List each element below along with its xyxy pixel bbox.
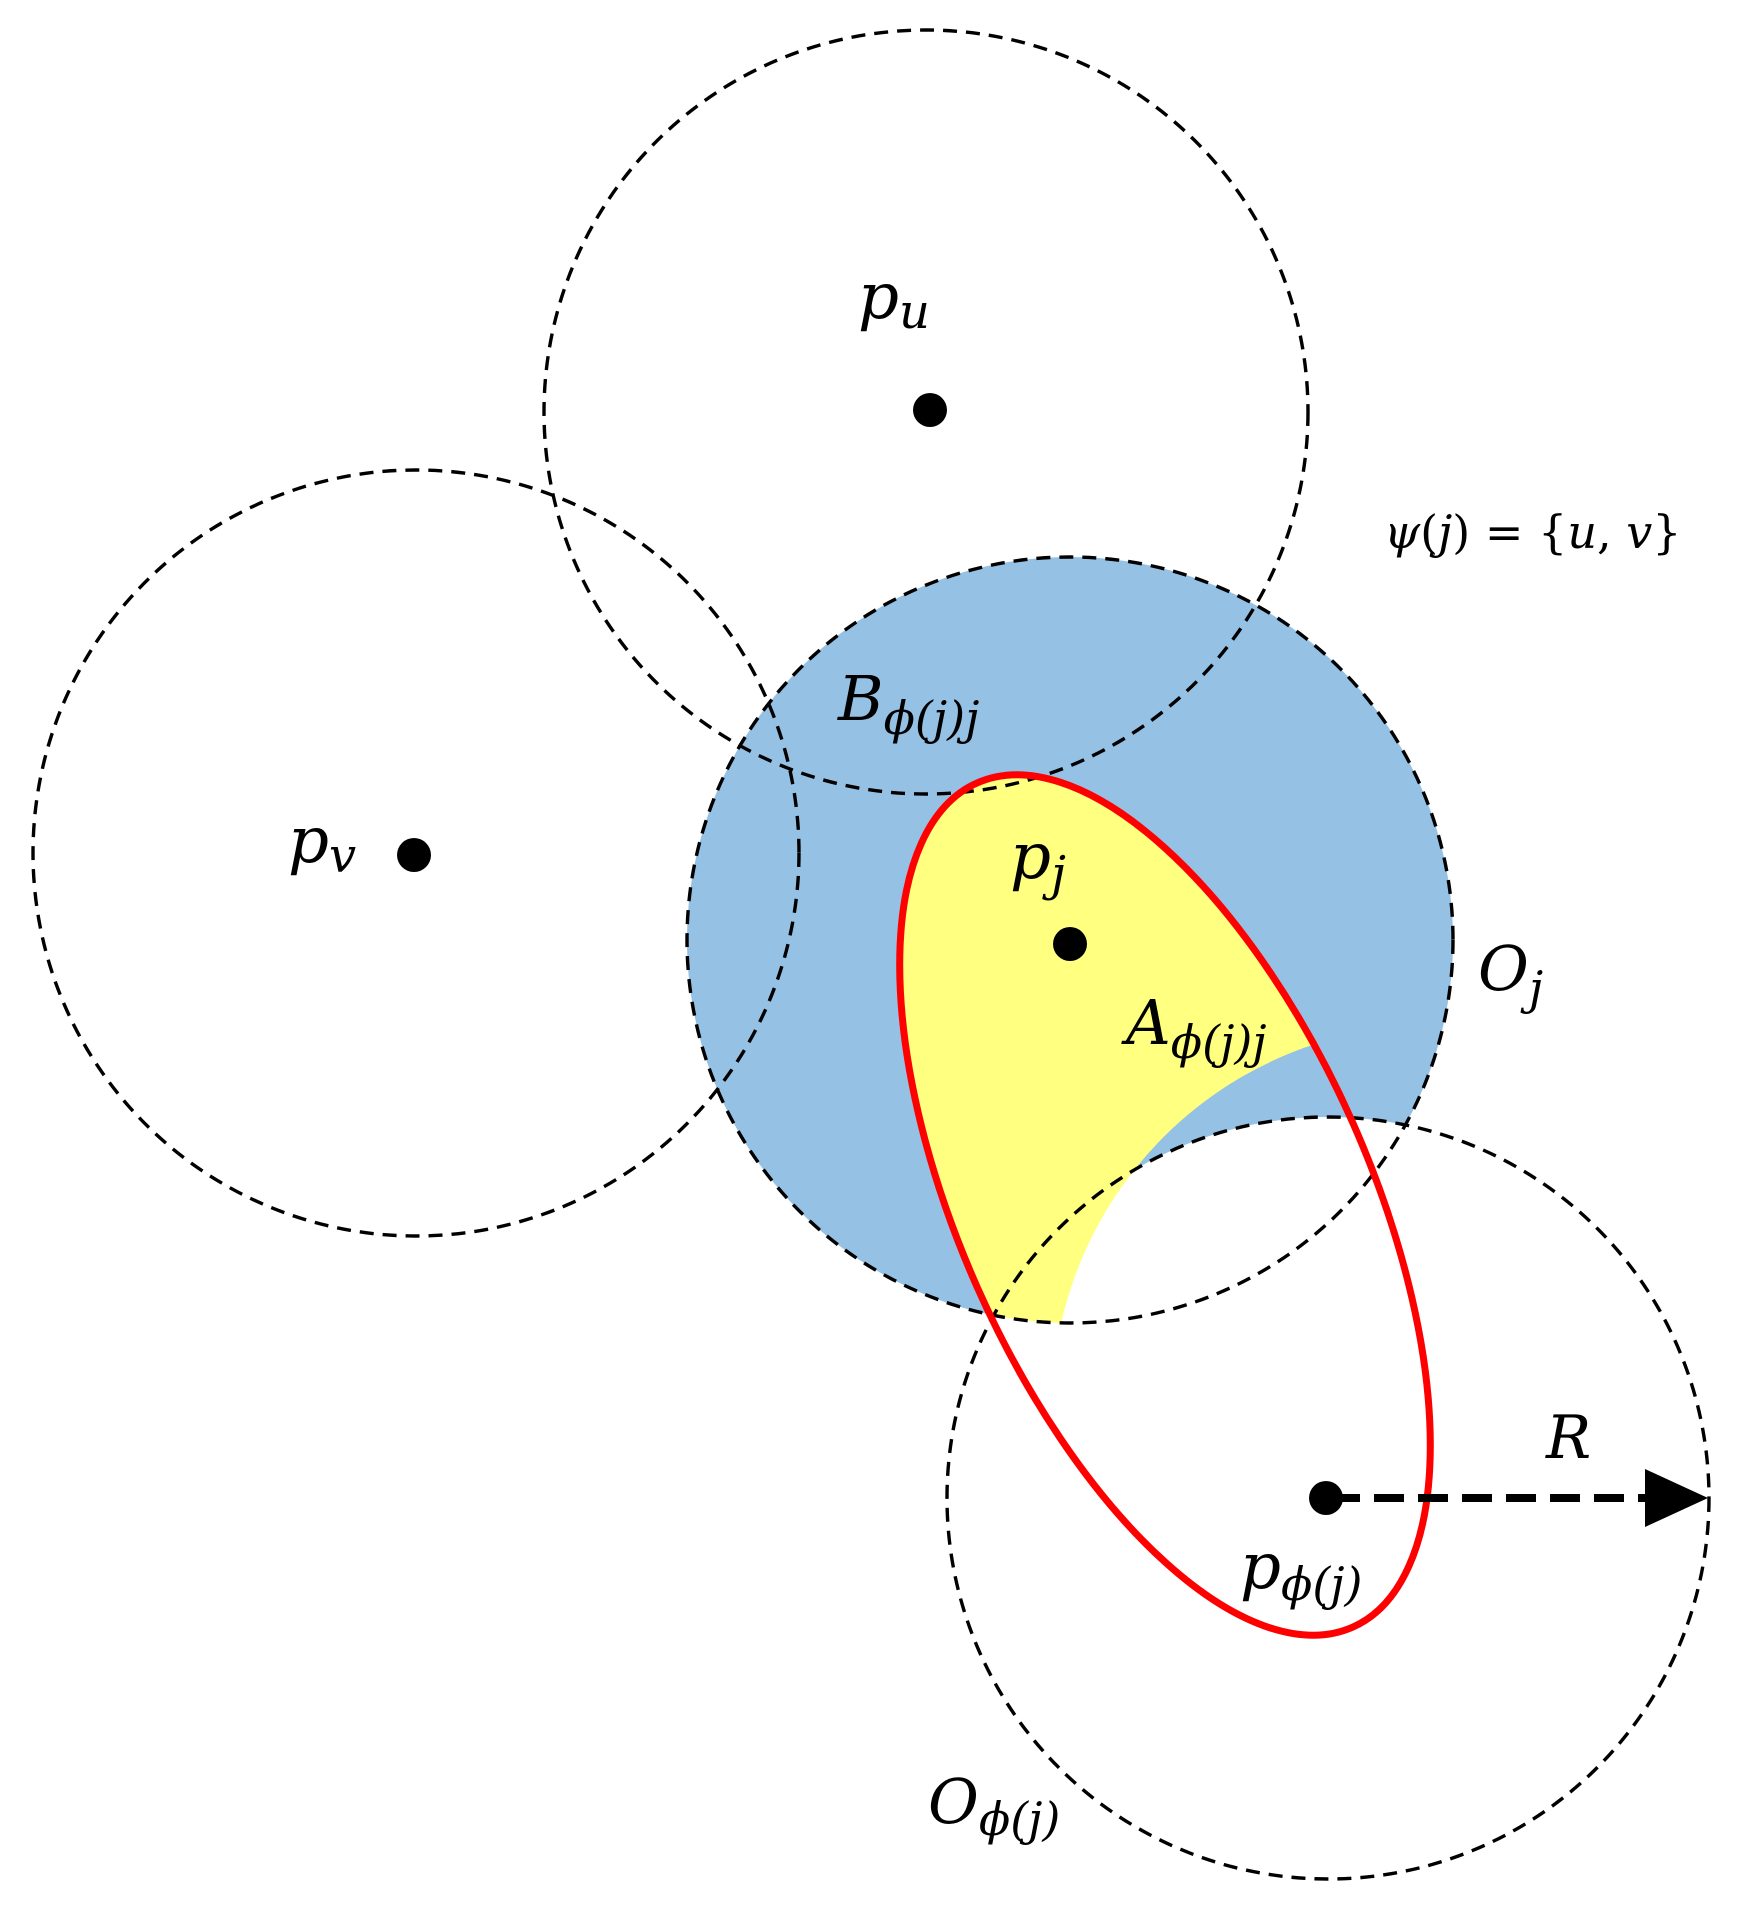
region-a-fill: [899, 774, 1431, 1323]
label-p-phi: pϕ(j): [1240, 1530, 1362, 1611]
label-p-j: pj: [1010, 820, 1066, 902]
label-o-j: Oj: [1478, 932, 1543, 1015]
circle-o-j: [685, 555, 1455, 1325]
label-r: R: [1545, 1403, 1591, 1473]
label-a-region: Aϕ(j)j: [1121, 986, 1267, 1069]
circle-o-v: [31, 468, 801, 1238]
circle-o-phi: [945, 1115, 1711, 1881]
label-b-region: Bϕ(j)j: [837, 662, 979, 745]
label-p-v: pv: [288, 804, 356, 884]
point-p-v: [397, 838, 431, 872]
label-o-phi: Oϕ(j): [928, 1765, 1060, 1846]
radius-arrow-head: [1645, 1469, 1708, 1527]
ellipse-boundary: [896, 771, 1434, 1639]
label-p-u: pu: [858, 260, 930, 340]
label-psi: ψ(j) = {u, v}: [1384, 505, 1681, 559]
point-p-u: [913, 393, 947, 427]
point-p-phi: [1309, 1481, 1343, 1515]
circle-o-u: [542, 28, 1310, 796]
point-p-j: [1053, 927, 1087, 961]
